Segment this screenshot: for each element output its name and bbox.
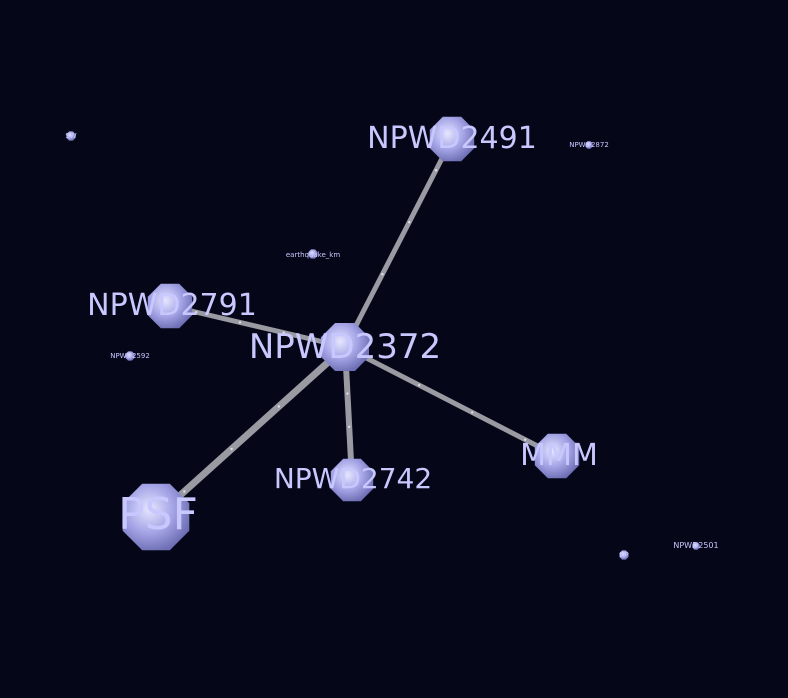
node-label-psf: PSF — [118, 489, 198, 540]
node-n2742[interactable] — [330, 458, 374, 502]
node-label-s2: NPWD2872 — [569, 141, 609, 149]
node-n2372[interactable] — [321, 323, 369, 371]
edge-dot — [282, 331, 285, 334]
node-label-n2742: NPWD2742 — [274, 462, 432, 495]
edge-dot — [418, 383, 421, 387]
node-s6[interactable] — [692, 542, 700, 550]
node-label-s5: BP — [619, 551, 628, 559]
edge-n2372-psf — [152, 343, 349, 521]
node-psf[interactable] — [122, 483, 190, 551]
node-label-s3: earthquake_km — [286, 251, 340, 259]
edge-dot — [381, 273, 384, 276]
edge-dot — [277, 405, 281, 408]
edge-dot — [471, 411, 474, 414]
node-label-n2372: NPWD2372 — [249, 327, 441, 367]
edge-dot — [346, 392, 349, 395]
node-label-s4: NPWD2592 — [110, 352, 150, 360]
edge-dot — [238, 321, 242, 324]
node-n2491[interactable] — [429, 116, 475, 162]
node-label-s1: SW — [65, 132, 76, 140]
node-n2791[interactable] — [147, 283, 193, 329]
node-s4[interactable] — [125, 351, 135, 361]
edge-n2372-mmm — [342, 344, 560, 459]
node-label-mmm: MMM — [520, 438, 598, 473]
nodes-layer — [66, 116, 700, 560]
edge-n2372-n2791 — [167, 303, 348, 350]
edge-dot — [348, 425, 351, 428]
node-label-s6: NPWD2501 — [673, 541, 718, 550]
edges-layer — [152, 136, 560, 521]
edge-dot — [195, 310, 198, 314]
edge-dot — [183, 490, 186, 493]
edge-dot — [408, 221, 411, 224]
node-s1[interactable] — [66, 131, 76, 141]
node-s3[interactable] — [308, 249, 318, 259]
node-mmm[interactable] — [534, 433, 580, 479]
node-label-n2791: NPWD2791 — [87, 288, 257, 323]
edge-dot — [230, 447, 233, 451]
edge-dot — [524, 438, 527, 441]
node-s2[interactable] — [585, 141, 593, 149]
node-label-n2491: NPWD2491 — [367, 121, 537, 156]
edge-n2372-n2491 — [342, 136, 455, 350]
node-s5[interactable] — [619, 550, 629, 560]
edge-dot — [434, 169, 438, 172]
